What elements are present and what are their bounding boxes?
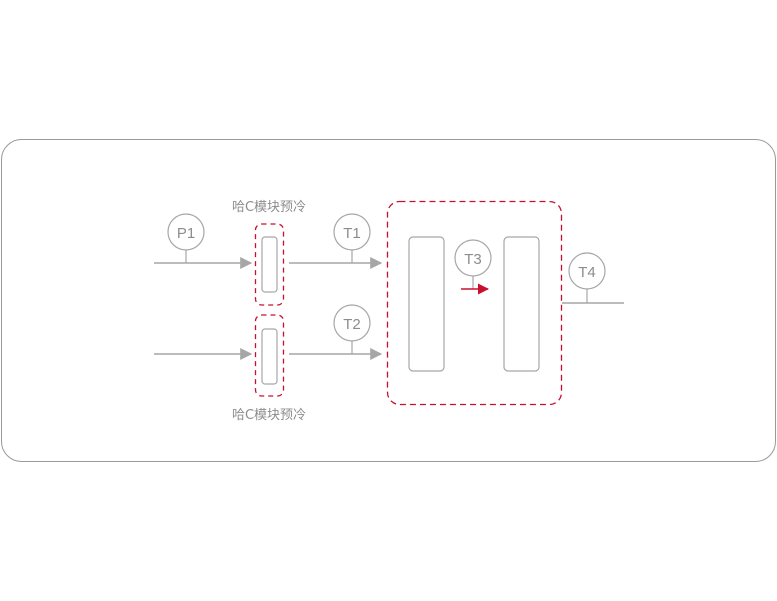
sensor-circle bbox=[333, 213, 371, 251]
sensor-t3: T3 bbox=[454, 239, 492, 289]
main-column-left bbox=[408, 236, 445, 372]
precool-label-top: 哈C模块预冷 bbox=[232, 200, 306, 215]
sensor-circle bbox=[454, 239, 492, 277]
precool-module-top bbox=[261, 236, 278, 293]
sensor-t3-label: T3 bbox=[464, 251, 482, 268]
sensor-t2: T2 bbox=[333, 304, 371, 354]
sensor-circle bbox=[167, 213, 205, 251]
sensor-t1: T1 bbox=[333, 213, 371, 263]
sensor-t2-label: T2 bbox=[343, 316, 361, 333]
sensor-t4-label: T4 bbox=[578, 264, 596, 281]
sensor-t1-label: T1 bbox=[343, 225, 361, 242]
sensor-circle bbox=[333, 304, 371, 342]
precool-module-bottom-boundary bbox=[254, 314, 285, 397]
sensor-t4: T4 bbox=[568, 252, 606, 303]
precool-module-top-boundary bbox=[254, 223, 285, 306]
sensor-p1: P1 bbox=[167, 213, 205, 263]
sensor-circle bbox=[568, 252, 606, 290]
sensor-p1-label: P1 bbox=[177, 225, 195, 242]
main-column-right bbox=[503, 236, 540, 372]
precool-module-bottom bbox=[261, 328, 278, 385]
outer-frame bbox=[1, 139, 776, 462]
precool-label-bottom: 哈C模块预冷 bbox=[232, 408, 306, 423]
main-module-boundary bbox=[386, 200, 563, 406]
